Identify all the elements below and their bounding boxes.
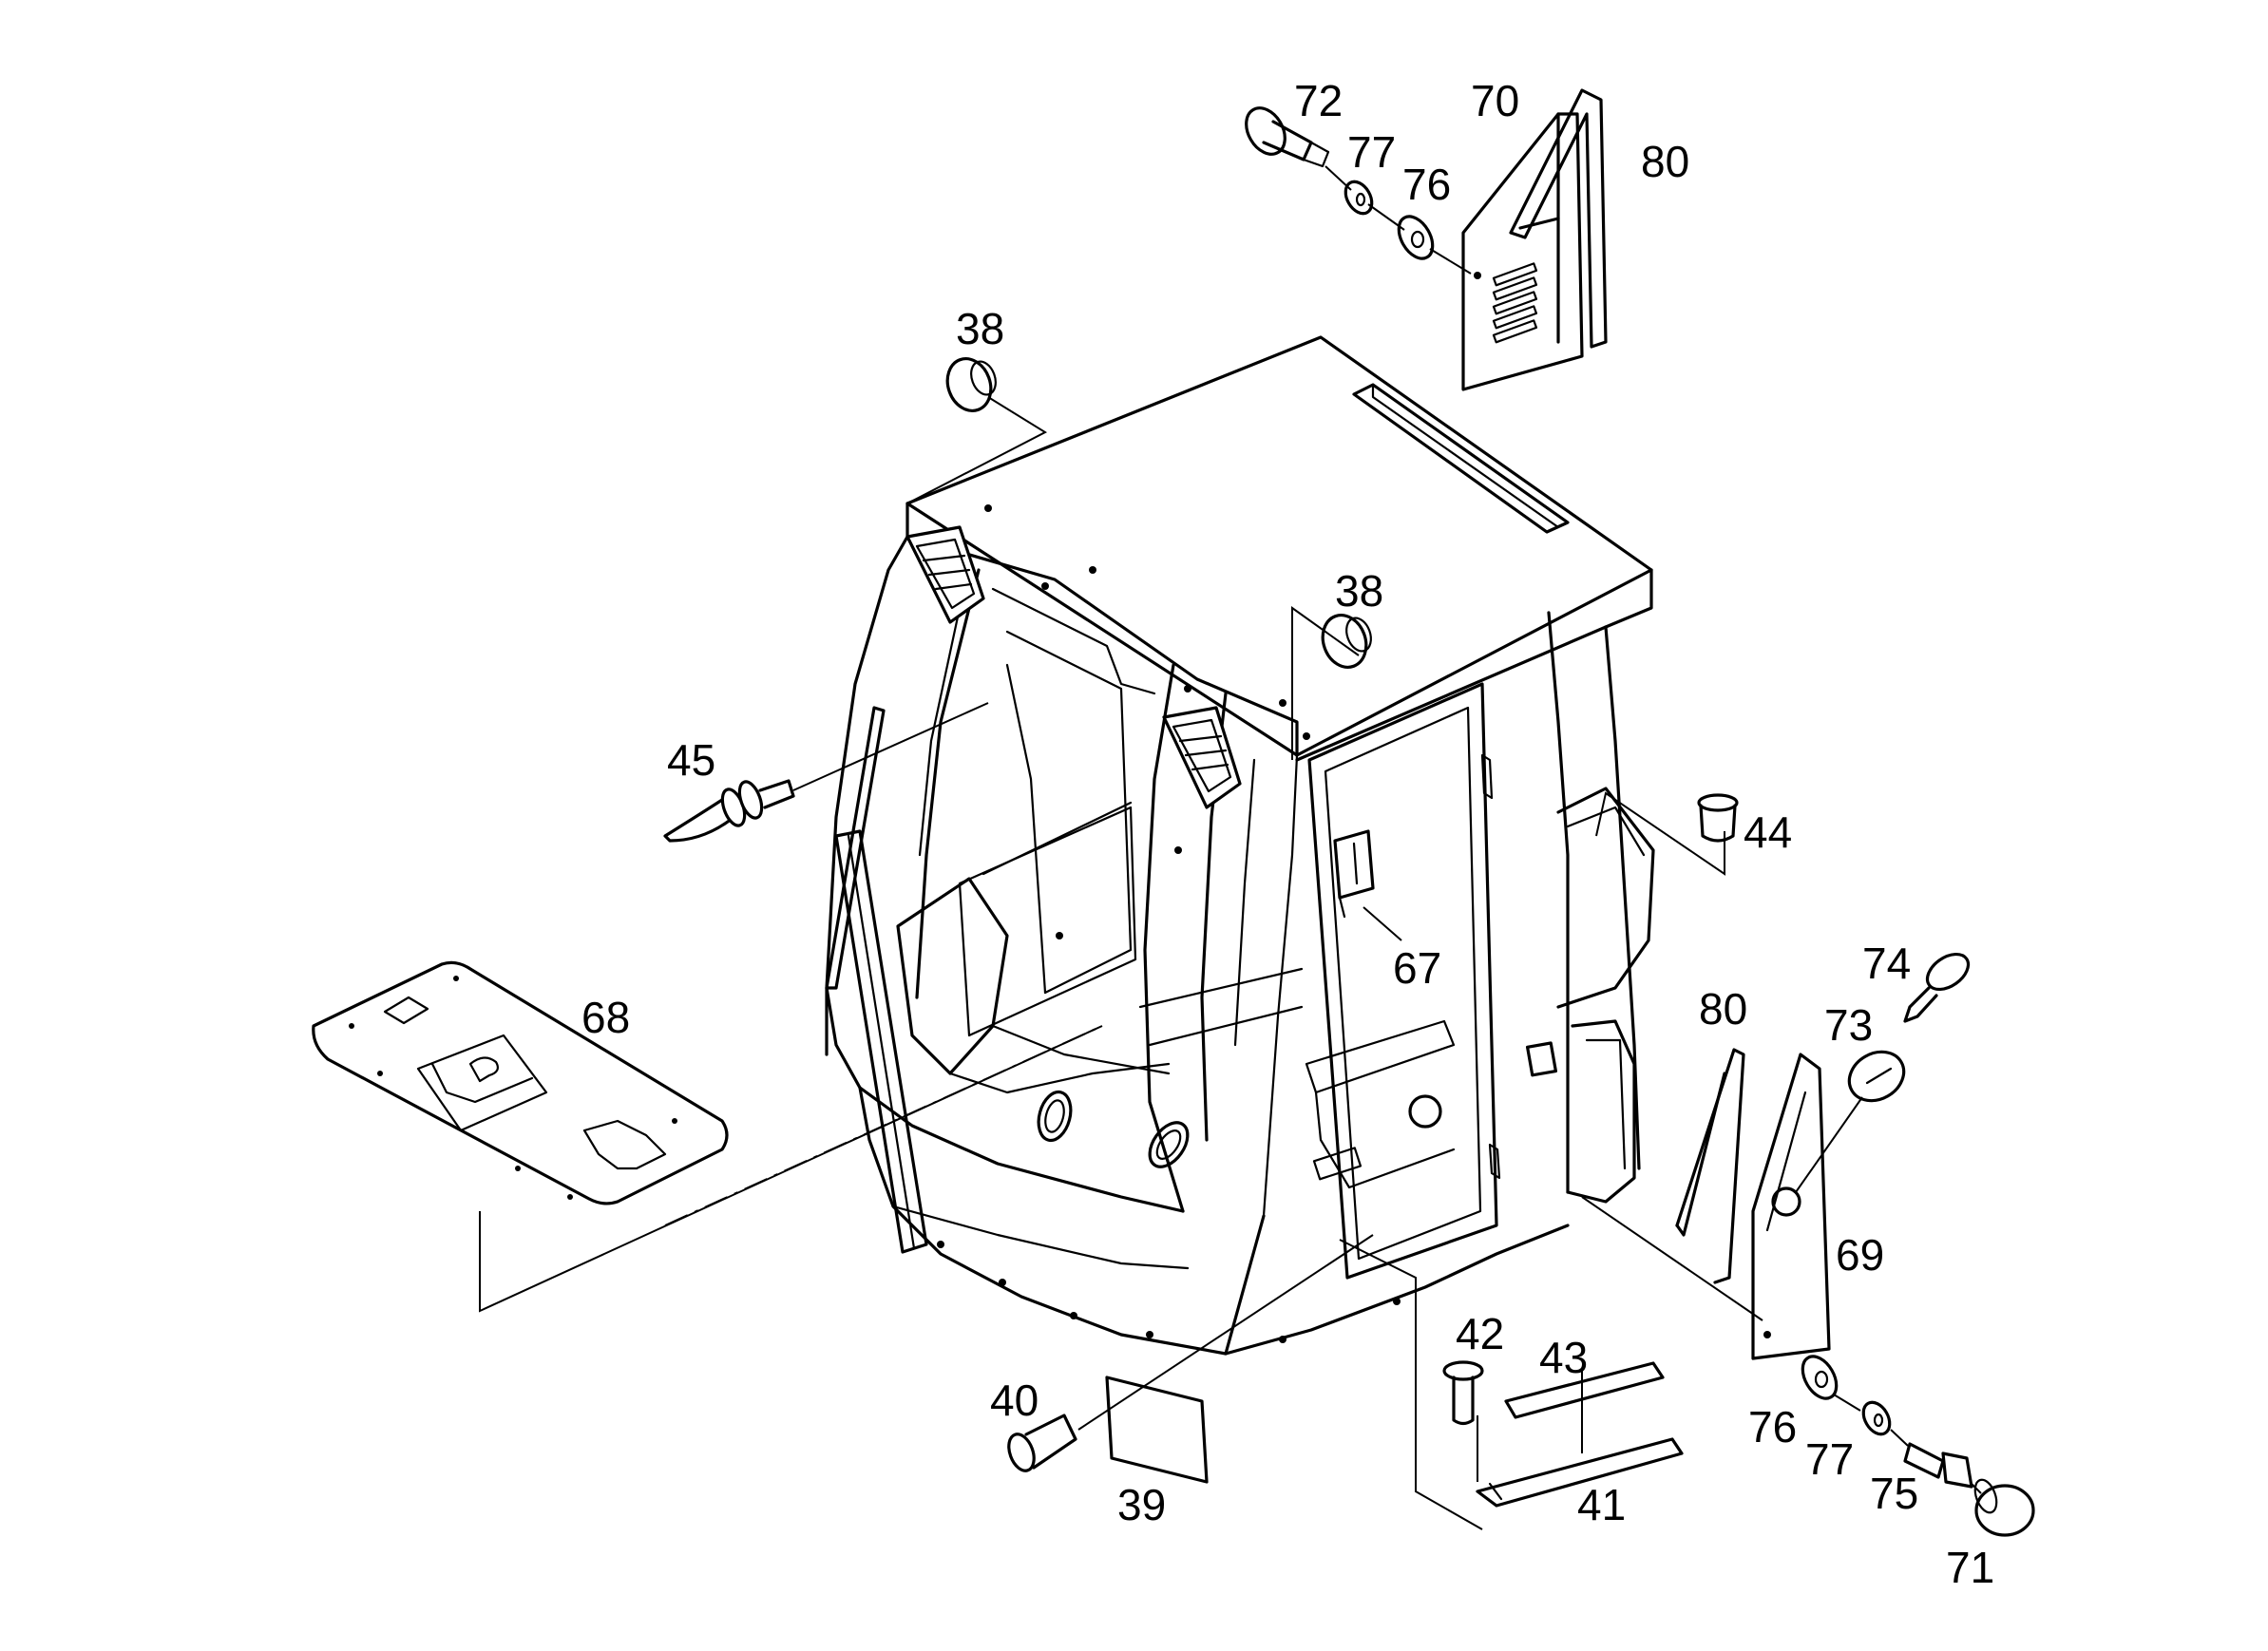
callout-76: 76 — [1402, 160, 1451, 209]
knob-bolt-72 — [1245, 106, 1330, 168]
strip-41 — [1476, 1437, 1684, 1508]
callout-68: 68 — [581, 993, 630, 1042]
bulb-45 — [663, 779, 795, 843]
washer-77-top — [1344, 180, 1374, 216]
callout-76: 76 — [1748, 1402, 1797, 1452]
key-74 — [1903, 952, 1971, 1023]
callout-71: 71 — [1946, 1543, 1994, 1592]
callout-38: 38 — [956, 304, 1004, 353]
callout-69: 69 — [1836, 1230, 1884, 1280]
callout-44: 44 — [1744, 807, 1792, 857]
plug-cap-44 — [1697, 793, 1739, 843]
leader-lines — [479, 165, 1982, 1530]
callout-77: 77 — [1347, 127, 1396, 177]
plug-40 — [1007, 1414, 1077, 1472]
callout-75: 75 — [1870, 1469, 1918, 1518]
callout-80: 80 — [1641, 137, 1689, 186]
grommet-38-b — [1321, 614, 1372, 669]
switch-67 — [1333, 829, 1375, 919]
callout-67: 67 — [1393, 943, 1441, 993]
callout-43: 43 — [1539, 1333, 1588, 1382]
callout-80: 80 — [1699, 984, 1747, 1034]
callout-45: 45 — [667, 735, 715, 785]
callout-73: 73 — [1824, 1000, 1873, 1050]
rear-vent-panel-70 — [1461, 112, 1584, 391]
cap-nut-71 — [1973, 1478, 2035, 1537]
callout-40: 40 — [990, 1376, 1039, 1425]
side-panel-69 — [1751, 1053, 1831, 1360]
callout-41: 41 — [1577, 1480, 1626, 1529]
callout-70: 70 — [1471, 76, 1519, 125]
callout-labels: 72 70 77 76 80 38 38 45 44 67 68 74 80 7… — [581, 76, 1994, 1592]
callout-72: 72 — [1294, 76, 1343, 125]
grommet-38-a — [945, 357, 997, 412]
grommet-76-bottom — [1801, 1355, 1839, 1400]
callout-77: 77 — [1805, 1434, 1854, 1484]
strip-43 — [1504, 1361, 1665, 1419]
plug-42 — [1442, 1360, 1484, 1426]
callout-38: 38 — [1335, 566, 1383, 616]
seal-strip-80-side — [1675, 1048, 1745, 1284]
floor-plate-68 — [312, 960, 729, 1205]
cab-body — [825, 335, 1655, 1356]
bolt-75 — [1903, 1442, 1973, 1489]
plate-39 — [1105, 1376, 1209, 1484]
seal-strip-80-top — [1509, 88, 1608, 349]
callout-74: 74 — [1862, 939, 1911, 988]
grommet-76-top — [1397, 215, 1435, 260]
callout-39: 39 — [1117, 1480, 1166, 1529]
washer-77-bottom — [1861, 1400, 1892, 1436]
lock-73 — [1847, 1050, 1906, 1103]
callout-42: 42 — [1456, 1309, 1504, 1358]
